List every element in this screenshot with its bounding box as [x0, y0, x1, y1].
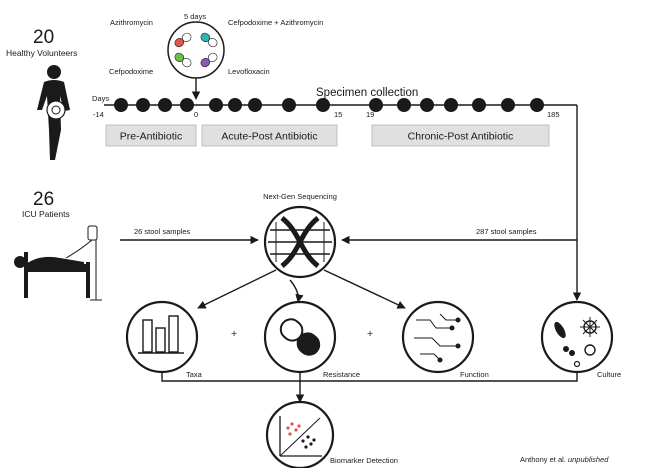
analyses-connector [161, 372, 578, 382]
dna-sequencing-icon [263, 205, 337, 279]
label-cefpodoxime-azithromycin: Cefpodoxime + Azithromycin [228, 18, 323, 27]
pregnant-woman-icon [37, 65, 70, 160]
icu-samples-label: 26 stool samples [134, 227, 191, 236]
icu-count: 26 [33, 189, 54, 210]
arrow-to-function [323, 269, 406, 309]
plus-sign-2: + [367, 328, 373, 340]
specimen-dot [530, 98, 544, 112]
phase-acute-post-antibiotic [201, 124, 338, 147]
specimen-dot [369, 98, 383, 112]
citation-status: unpublished [568, 455, 609, 464]
citation: Anthony et al. unpublished [520, 455, 609, 464]
label-azithromycin: Azithromycin [110, 18, 153, 27]
specimen-dot [228, 98, 242, 112]
phase-acute-post-antibiotic-label: Acute-Post Antibiotic [221, 131, 317, 143]
culture-microbe-icon [540, 300, 614, 374]
taxa-label: Taxa [186, 370, 203, 379]
phase-chronic-post-antibiotic-label: Chronic-Post Antibiotic [408, 131, 514, 143]
specimen-dot [316, 98, 330, 112]
phase-pre-antibiotic [105, 124, 197, 147]
specimen-dot [444, 98, 458, 112]
tick-15: 15 [334, 110, 342, 119]
function-label: Function [460, 370, 489, 379]
label-duration: 5 days [184, 12, 206, 21]
specimen-dot [282, 98, 296, 112]
culture-label: Culture [597, 370, 621, 379]
specimen-dot [472, 98, 486, 112]
taxa-bar-chart-icon [125, 300, 199, 374]
tick-185: 185 [547, 110, 560, 119]
tick-0: 0 [194, 110, 198, 119]
specimen-dot [158, 98, 172, 112]
arrow-to-taxa [197, 269, 277, 309]
specimen-dot [397, 98, 411, 112]
sequencing-label: Next-Gen Sequencing [263, 192, 337, 201]
hospital-bed-icon [14, 225, 102, 301]
plus-sign-1: + [231, 328, 237, 340]
arrow-to-resistance [289, 279, 304, 303]
citation-authors: Anthony et al. [520, 455, 566, 464]
antibiotic-capsules-icon [167, 21, 225, 79]
specimen-dot [248, 98, 262, 112]
specimen-dot [136, 98, 150, 112]
label-cefpodoxime: Cefpodoxime [109, 67, 153, 76]
specimen-dot [114, 98, 128, 112]
biomarker-scatter-icon [265, 400, 335, 470]
specimen-collection-label: Specimen collection [316, 87, 418, 99]
specimen-dot [501, 98, 515, 112]
label-levofloxacin: Levofloxacin [228, 67, 270, 76]
resistance-pill-icon [263, 300, 337, 374]
healthy-label: Healthy Volunteers [6, 48, 77, 58]
specimen-dot [209, 98, 223, 112]
function-circuit-icon [401, 300, 475, 374]
specimen-dot [420, 98, 434, 112]
icu-label: ICU Patients [22, 209, 70, 219]
healthy-count: 20 [33, 27, 54, 48]
phase-pre-antibiotic-label: Pre-Antibiotic [120, 131, 182, 143]
tick-19: 19 [366, 110, 374, 119]
days-label: Days [92, 94, 109, 103]
biomarker-label: Biomarker Detection [330, 456, 398, 465]
phase-chronic-post-antibiotic [371, 124, 550, 147]
specimen-dots [114, 98, 544, 112]
healthy-samples-label: 287 stool samples [476, 227, 537, 236]
resistance-label: Resistance [323, 370, 360, 379]
tick-minus14: -14 [93, 110, 104, 119]
specimen-dot [180, 98, 194, 112]
